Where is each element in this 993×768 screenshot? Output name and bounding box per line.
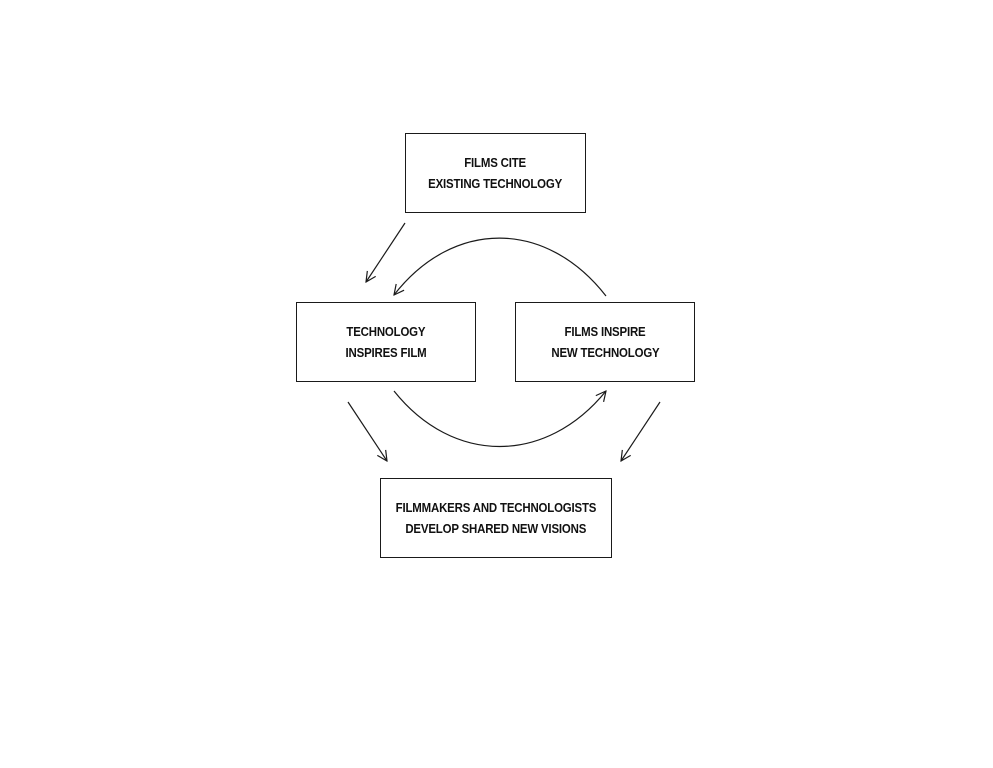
node-label-line-1: TECHNOLOGY (346, 324, 426, 339)
node-films-inspire-new-technology: FILMS INSPIRE NEW TECHNOLOGY (515, 302, 695, 382)
arrow-top-to-left (366, 222, 406, 282)
arrow-curve-left-to-right (393, 391, 606, 447)
node-films-cite-existing-technology: FILMS CITE EXISTING TECHNOLOGY (405, 133, 586, 213)
node-label-line-1: FILMS CITE (464, 155, 527, 170)
node-label-line-1: FILMS INSPIRE (564, 324, 646, 339)
node-label-line-2: EXISTING TECHNOLOGY (428, 176, 563, 191)
node-filmmakers-and-technologists: FILMMAKERS AND TECHNOLOGISTS DEVELOP SHA… (380, 478, 612, 558)
node-technology-inspires-film: TECHNOLOGY INSPIRES FILM (296, 302, 476, 382)
node-label-line-2: NEW TECHNOLOGY (550, 345, 660, 360)
node-label-line-2: INSPIRES FILM (345, 345, 427, 360)
arrow-right-to-bottom (621, 401, 661, 461)
arrow-left-to-bottom (347, 401, 387, 461)
node-label-line-2: DEVELOP SHARED NEW VISIONS (405, 521, 587, 536)
node-label-line-1: FILMMAKERS AND TECHNOLOGISTS (395, 500, 597, 515)
arrow-curve-right-to-left (394, 237, 607, 297)
